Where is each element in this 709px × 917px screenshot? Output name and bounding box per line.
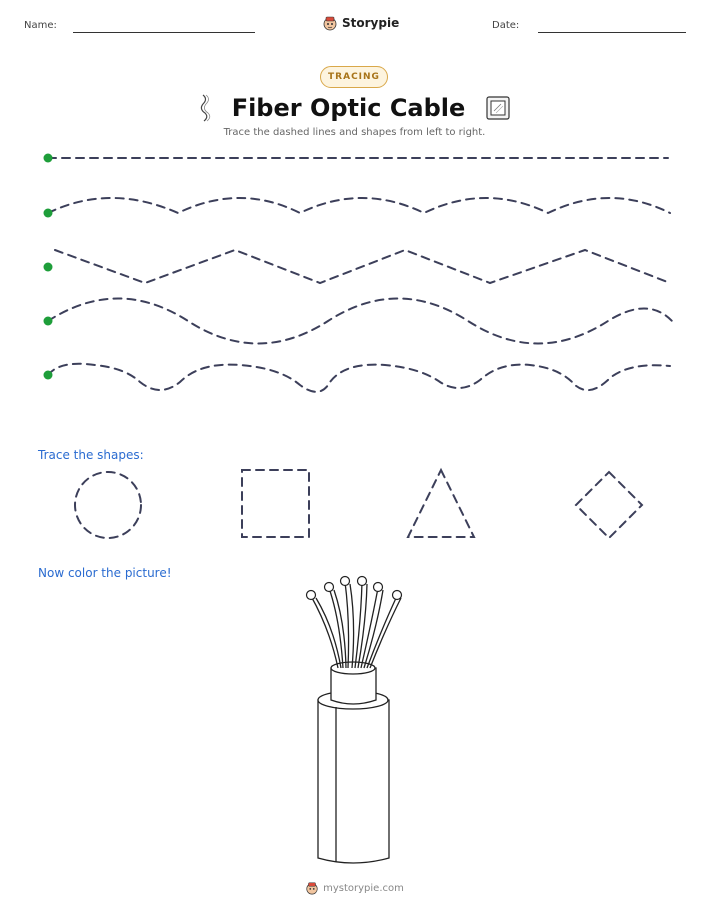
page-title: Fiber Optic Cable [231,94,466,122]
start-dot [43,316,53,326]
tracing-line-bumpy[interactable] [47,362,671,393]
footer: mystorypie.com [0,878,709,898]
brand-name: Storypie [342,16,400,30]
cable-strand-icon [200,94,210,122]
storypie-mascot-icon [306,882,318,895]
coloring-section-label: Now color the picture! [38,566,172,580]
tracing-line-wave-2[interactable] [47,297,673,345]
start-dot [43,153,53,163]
brand-logo: Storypie [322,14,399,32]
tracing-badge: TRACING [320,66,388,88]
tracing-line-wave[interactable] [47,197,671,215]
start-dot [43,370,53,380]
date-label: Date: [492,20,520,31]
start-dot [43,262,53,272]
start-dot [43,208,53,218]
title-row: Fiber Optic Cable [0,90,709,126]
footer-link[interactable]: mystorypie.com [323,882,404,894]
fiber-box-icon [486,96,510,120]
date-line[interactable] [538,32,686,33]
name-label: Name: [24,20,57,31]
tracing-line-zigzag[interactable] [54,248,671,285]
name-line[interactable] [73,32,255,33]
instructions: Trace the dashed lines and shapes from l… [223,127,486,138]
shapes-section-label: Trace the shapes: [38,448,144,462]
storypie-mascot-icon [323,16,337,31]
